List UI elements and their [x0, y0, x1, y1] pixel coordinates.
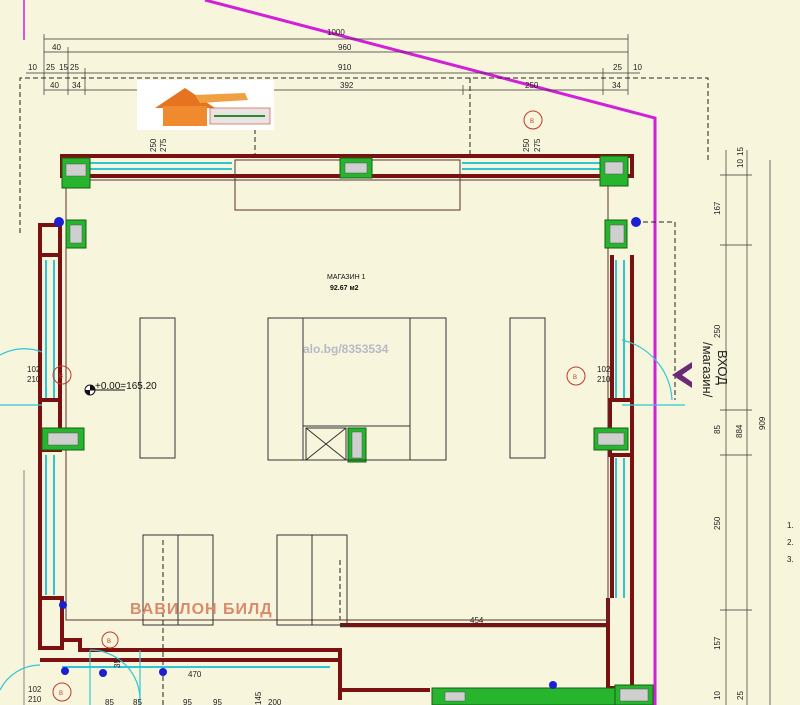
dim-15: 15 [59, 63, 68, 72]
shaft-x-mark [305, 427, 347, 461]
dim-25b: 25 [70, 63, 79, 72]
door-size-left-top: 102 [27, 365, 41, 374]
legend-item-2: 2. [787, 538, 794, 547]
column-hatching [47, 161, 649, 702]
dim-10: 10 [28, 63, 37, 72]
dim-85b: 85 [133, 698, 142, 705]
dim-1000: 1000 [327, 28, 345, 37]
dim-right-167: 167 [713, 201, 722, 215]
dim-25r: 25 [613, 63, 622, 72]
dim-right-85: 85 [713, 425, 722, 434]
door-swings [0, 339, 685, 705]
svg-text:В: В [573, 375, 577, 381]
door-tag-right: В [566, 366, 586, 386]
elevation-label: +0.00=165.20 [95, 381, 157, 392]
door-size-bl-bottom: 210 [28, 695, 42, 704]
brand-name: ВАВИЛОН БИЛД [130, 601, 273, 618]
room-area: 92.67 м2 [330, 285, 359, 292]
door-tag-left: В [52, 365, 72, 385]
svg-text:В: В [107, 639, 111, 645]
dim-25: 25 [46, 63, 55, 72]
dim-95a: 95 [183, 698, 192, 705]
dim-454: 454 [470, 616, 484, 625]
dim-470: 470 [188, 670, 202, 679]
dim-35: 35 [113, 659, 122, 668]
room-name: МАГАЗИН 1 [327, 274, 366, 281]
dim-right-15: 15 [736, 147, 745, 156]
windows [45, 162, 625, 668]
dim-34: 34 [72, 81, 81, 90]
dim-right-909: 909 [758, 416, 767, 430]
top-dimensions [26, 34, 640, 95]
dim-910: 910 [338, 63, 352, 72]
dim-right-250b: 250 [713, 516, 722, 530]
svg-text:В: В [530, 119, 534, 125]
dim-right-250a: 250 [713, 324, 722, 338]
entrance-arrow-icon [672, 362, 692, 388]
company-logo [137, 80, 274, 130]
svg-text:В: В [59, 691, 63, 697]
dim-145: 145 [254, 691, 263, 705]
entrance-label: ВХОД [715, 350, 730, 385]
door-tag-top: В [523, 110, 543, 130]
dim-34r: 34 [612, 81, 621, 90]
dim-right-884: 884 [735, 424, 744, 438]
door-size-left-bottom: 210 [27, 375, 41, 384]
dim-40b: 40 [50, 81, 59, 90]
dim-left-250: 250 [149, 138, 158, 152]
dim-right-10b: 10 [713, 691, 722, 700]
legend-item-1: 1. [787, 521, 794, 530]
dim-40: 40 [52, 43, 61, 52]
dim-200: 200 [268, 698, 282, 705]
door-size-right-bottom: 210 [597, 375, 611, 384]
door-tag-bottom-left: В [52, 682, 72, 702]
svg-text:В: В [59, 374, 63, 380]
dim-right-top-250: 250 [522, 138, 531, 152]
dim-85a: 85 [105, 698, 114, 705]
door-size-right-top: 102 [597, 365, 611, 374]
door-size-bl-top: 102 [28, 685, 42, 694]
right-dimensions [720, 150, 771, 705]
dim-right-top-275: 275 [533, 138, 542, 152]
dim-250: 250 [525, 81, 539, 90]
dim-392: 392 [340, 81, 354, 90]
dim-right-157: 157 [713, 636, 722, 650]
dim-right-25: 25 [736, 691, 745, 700]
dim-left-275: 275 [159, 138, 168, 152]
dim-right-10: 10 [736, 159, 745, 168]
dim-960: 960 [338, 43, 352, 52]
shelving [139, 317, 546, 626]
legend-item-3: 3. [787, 555, 794, 564]
watermark: alo.bg/8353534 [303, 342, 389, 356]
entrance-sublabel: /магазин/ [700, 342, 715, 398]
pipes [54, 217, 641, 689]
dim-10r: 10 [633, 63, 642, 72]
door-tag-bottom-mid: В [101, 631, 119, 649]
dim-95b: 95 [213, 698, 222, 705]
elevation-marker [84, 384, 125, 396]
